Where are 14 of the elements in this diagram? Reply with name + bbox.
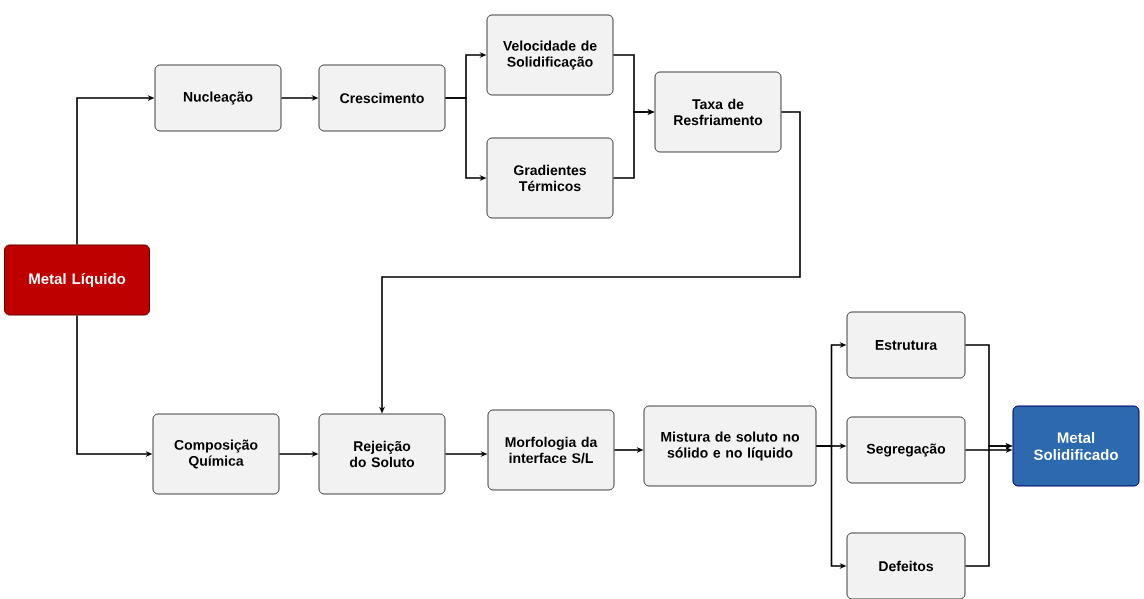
process-box: Crescimento [318,64,446,132]
process-box: Defeitos [846,532,966,599]
end-box: Metal Solidificado [1012,405,1140,487]
process-box: Rejeição do Soluto [318,413,446,495]
process-box: Composição Química [152,413,280,495]
start-box: Metal Líquido [4,244,150,316]
process-box: Segregação [846,416,966,484]
process-box: Mistura de soluto no sólido e no líquido [643,405,817,487]
process-box: Taxa de Resfriamento [654,71,782,153]
process-box: Velocidade de Solidificação [486,14,614,96]
process-box: Estrutura [846,311,966,379]
process-box: Nucleação [154,64,282,132]
process-box: Gradientes Térmicos [486,137,614,219]
process-box: Morfologia da interface S/L [487,409,615,491]
